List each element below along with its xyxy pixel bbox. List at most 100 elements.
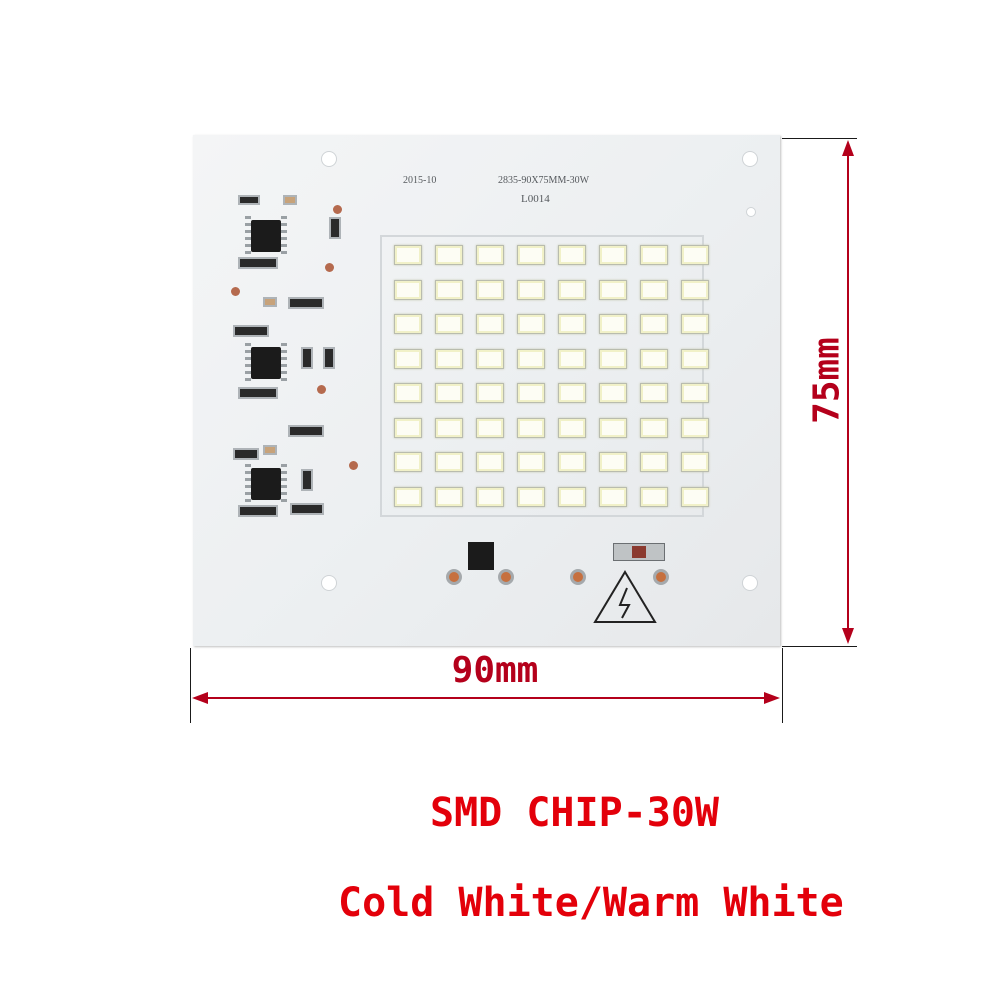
smd-led xyxy=(640,486,668,507)
resistor-r2 xyxy=(238,257,278,269)
via xyxy=(325,263,334,272)
smd-led xyxy=(640,348,668,369)
smd-led xyxy=(681,279,709,300)
smd-led xyxy=(640,417,668,438)
smd-led xyxy=(517,452,545,472)
smd-led xyxy=(517,417,545,438)
height-extension-line xyxy=(782,138,857,139)
solder-pad xyxy=(446,569,462,585)
solder-pad xyxy=(498,569,514,585)
smd-led xyxy=(558,417,586,438)
smd-led xyxy=(476,486,504,507)
resistor-r0 xyxy=(329,217,341,239)
height-dimension-label: 75mm xyxy=(806,337,848,424)
width-extension-line xyxy=(190,648,191,723)
via xyxy=(317,385,326,394)
smd-led xyxy=(394,486,422,507)
bridge-rectifier-db1 xyxy=(468,542,494,570)
smd-led xyxy=(517,279,545,300)
smd-led xyxy=(681,348,709,369)
smd-led xyxy=(558,383,586,403)
smd-led xyxy=(599,245,627,265)
smd-led xyxy=(394,348,422,369)
smd-led xyxy=(640,279,668,300)
smd-led xyxy=(558,279,586,300)
resistor-r6 xyxy=(233,448,259,460)
smd-led xyxy=(558,452,586,472)
width-dimension-label: 90mm xyxy=(451,650,539,691)
smd-led xyxy=(394,417,422,438)
resistor xyxy=(323,347,335,369)
smd-led xyxy=(517,383,545,403)
smd-led xyxy=(599,314,627,334)
smd-led xyxy=(435,314,463,334)
via xyxy=(349,461,358,470)
resistor xyxy=(238,505,278,517)
smd-led xyxy=(394,245,422,265)
smd-led xyxy=(517,486,545,507)
smd-led xyxy=(681,417,709,438)
via xyxy=(333,205,342,214)
smd-led xyxy=(435,417,463,438)
smd-led xyxy=(476,245,504,265)
resistor-r1 xyxy=(238,195,260,205)
batch-code: L0014 xyxy=(521,193,550,205)
smd-led xyxy=(394,279,422,300)
smd-led xyxy=(476,348,504,369)
smd-led xyxy=(517,348,545,369)
smd-led xyxy=(640,452,668,472)
smd-led xyxy=(435,486,463,507)
smd-led xyxy=(517,245,545,265)
smd-led xyxy=(681,452,709,472)
solder-pad xyxy=(570,569,586,585)
smd-led xyxy=(640,245,668,265)
smd-led xyxy=(599,452,627,472)
mounting-hole xyxy=(321,575,337,591)
mounting-hole xyxy=(742,151,758,167)
smd-led xyxy=(599,417,627,438)
resistor xyxy=(301,469,313,491)
capacitor-c1 xyxy=(283,195,297,205)
smd-led xyxy=(640,314,668,334)
smd-led xyxy=(599,486,627,507)
smd-led xyxy=(599,383,627,403)
smd-led xyxy=(394,314,422,334)
capacitor-c2 xyxy=(263,297,277,307)
smd-led xyxy=(558,486,586,507)
resistor xyxy=(288,297,324,309)
product-title: SMD CHIP-30W xyxy=(430,790,719,836)
smd-led xyxy=(394,383,422,403)
smd-led xyxy=(599,279,627,300)
smd-led xyxy=(681,314,709,334)
smd-led xyxy=(640,383,668,403)
smd-led xyxy=(558,245,586,265)
fuse-f1 xyxy=(613,543,665,561)
mounting-hole xyxy=(746,207,756,217)
smd-led xyxy=(394,452,422,472)
smd-led xyxy=(476,279,504,300)
model-code: 2835-90X75MM-30W xyxy=(498,175,590,186)
smd-led xyxy=(476,417,504,438)
smd-led xyxy=(476,383,504,403)
driver-ic-u1 xyxy=(245,216,287,256)
driver-ic-u2 xyxy=(245,343,287,383)
mounting-hole xyxy=(742,575,758,591)
smd-led xyxy=(435,245,463,265)
smd-led xyxy=(476,452,504,472)
resistor-r7 xyxy=(290,503,324,515)
smd-led xyxy=(558,314,586,334)
smd-led xyxy=(681,383,709,403)
smd-led xyxy=(435,279,463,300)
width-extension-line xyxy=(782,648,783,723)
capacitor-c3 xyxy=(263,445,277,455)
smd-led xyxy=(435,348,463,369)
mounting-hole xyxy=(321,151,337,167)
smd-led xyxy=(435,383,463,403)
resistor xyxy=(288,425,324,437)
solder-pad xyxy=(653,569,669,585)
driver-ic-u3 xyxy=(245,464,287,504)
date-code: 2015-10 xyxy=(403,175,437,186)
led-array xyxy=(380,235,709,517)
via xyxy=(231,287,240,296)
